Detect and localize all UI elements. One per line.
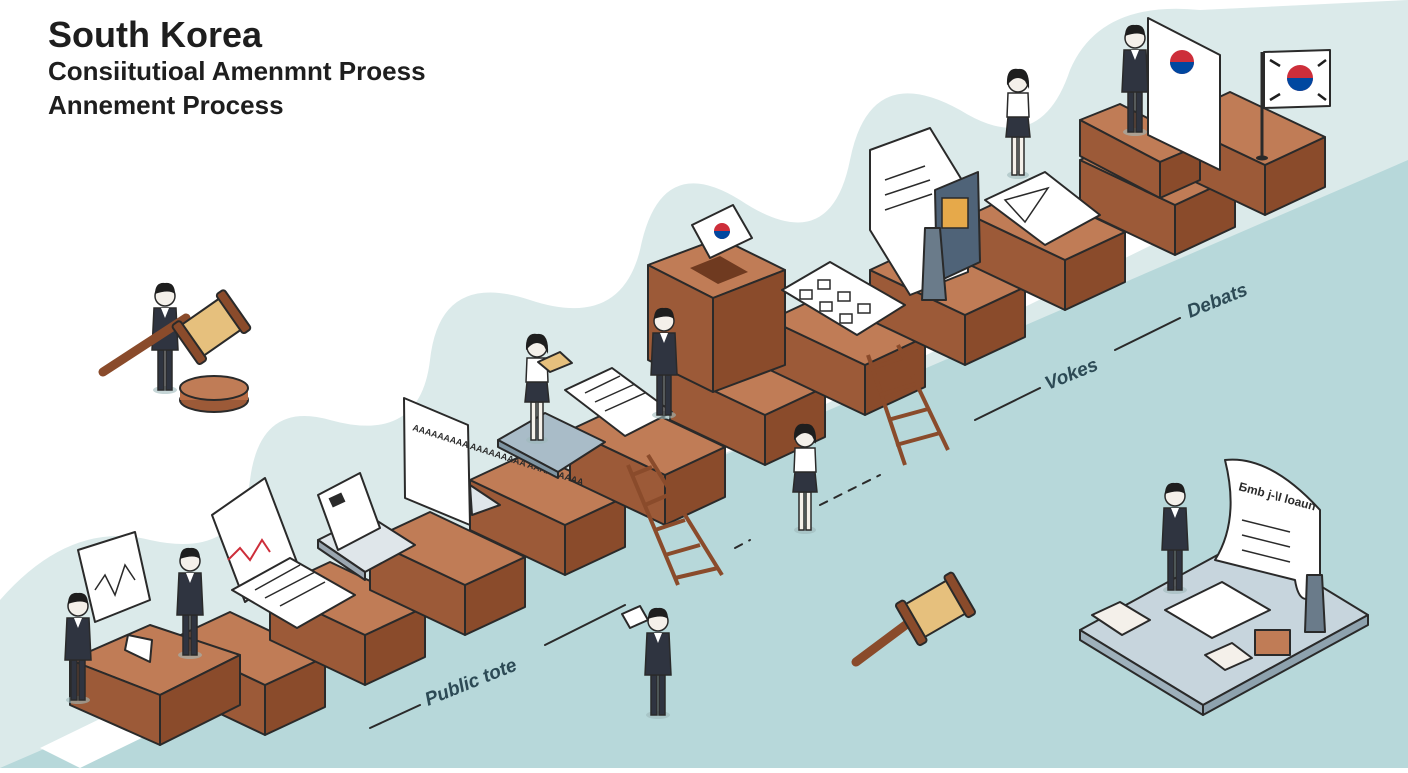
ballot-sheets [781,261,906,336]
page-subtitle-2: Annement Process [48,90,284,120]
citizen-paper [621,605,649,629]
ladder-icon [626,453,724,586]
records-and-binder [869,127,981,301]
korean-flag-pole [1256,49,1331,161]
ballot-box-icon [647,237,786,393]
reading-woman [497,333,606,479]
judge-with-gavel [98,282,252,413]
amendment-tile: Бmb j-\I loaun [1079,458,1369,716]
book-icon [317,472,416,581]
timeline-line [369,317,1181,729]
ladder-icon [866,344,950,466]
korean-flag-icon [691,204,753,259]
page-subtitle: Consiitutioal Amenmnt Proess [48,56,426,86]
voting-desk [64,531,241,746]
document-icon [564,367,673,437]
page-title: South Korea [48,14,263,55]
gavel-icon [851,571,976,667]
podium-icon [1079,17,1221,199]
document-props [211,477,356,629]
legal-document [984,171,1101,246]
